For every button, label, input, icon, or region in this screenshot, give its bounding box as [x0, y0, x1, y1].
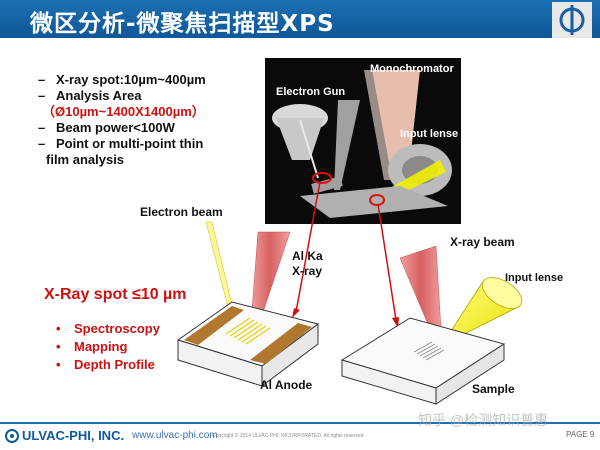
input-lense-photo-label: Input lense — [400, 128, 459, 140]
xray-label: X-ray — [292, 264, 323, 278]
sample-label: Sample — [472, 382, 515, 396]
alka-label: Al Ka — [292, 249, 323, 263]
spec-list: –X-ray spot:10µm~400µm –Analysis Area （Ø… — [38, 72, 268, 168]
ulvac-logo-icon — [5, 429, 19, 443]
monochromator-label: Monochromator — [370, 63, 454, 75]
footer-website[interactable]: www.ulvac-phi.com — [132, 430, 218, 441]
al-anode-label: Al Anode — [260, 378, 313, 392]
title-bar — [0, 0, 600, 38]
spec-item: –Point or multi-point thin — [38, 136, 204, 151]
input-lense-label: Input lense — [505, 272, 564, 284]
application-item: •Mapping — [56, 339, 128, 354]
xray-spot-heading: X-Ray spot ≤10 µm — [44, 286, 187, 303]
spec-item: （Ø10µm~1400X1400µm） — [42, 104, 205, 119]
footer — [0, 422, 600, 450]
spec-item: –Beam power<100W — [38, 120, 175, 135]
application-item: •Depth Profile — [56, 357, 155, 372]
footer-company: ULVAC-PHI, INC. — [22, 428, 125, 443]
spec-item: –X-ray spot:10µm~400µm — [38, 72, 206, 87]
spec-item: –Analysis Area — [38, 88, 142, 103]
electron-beam-label: Electron beam — [140, 205, 223, 219]
footer-page-number: PAGE 9 — [566, 430, 595, 439]
application-item: •Spectroscopy — [56, 321, 160, 336]
spec-item: film analysis — [46, 152, 125, 167]
footer-copyright: Copyright © 2014 ULVAC-PHI, INCORPORATED… — [212, 433, 364, 439]
phi-logo — [552, 2, 592, 38]
watermark: 知乎 @检测知识普惠 — [418, 412, 549, 428]
electron-gun-label: Electron Gun — [276, 86, 346, 98]
xray-beam-label: X-ray beam — [450, 235, 515, 249]
slide-title: 微区分析-微聚焦扫描型XPS — [30, 11, 335, 37]
applications-list: •Spectroscopy •Mapping •Depth Profile — [56, 320, 160, 374]
